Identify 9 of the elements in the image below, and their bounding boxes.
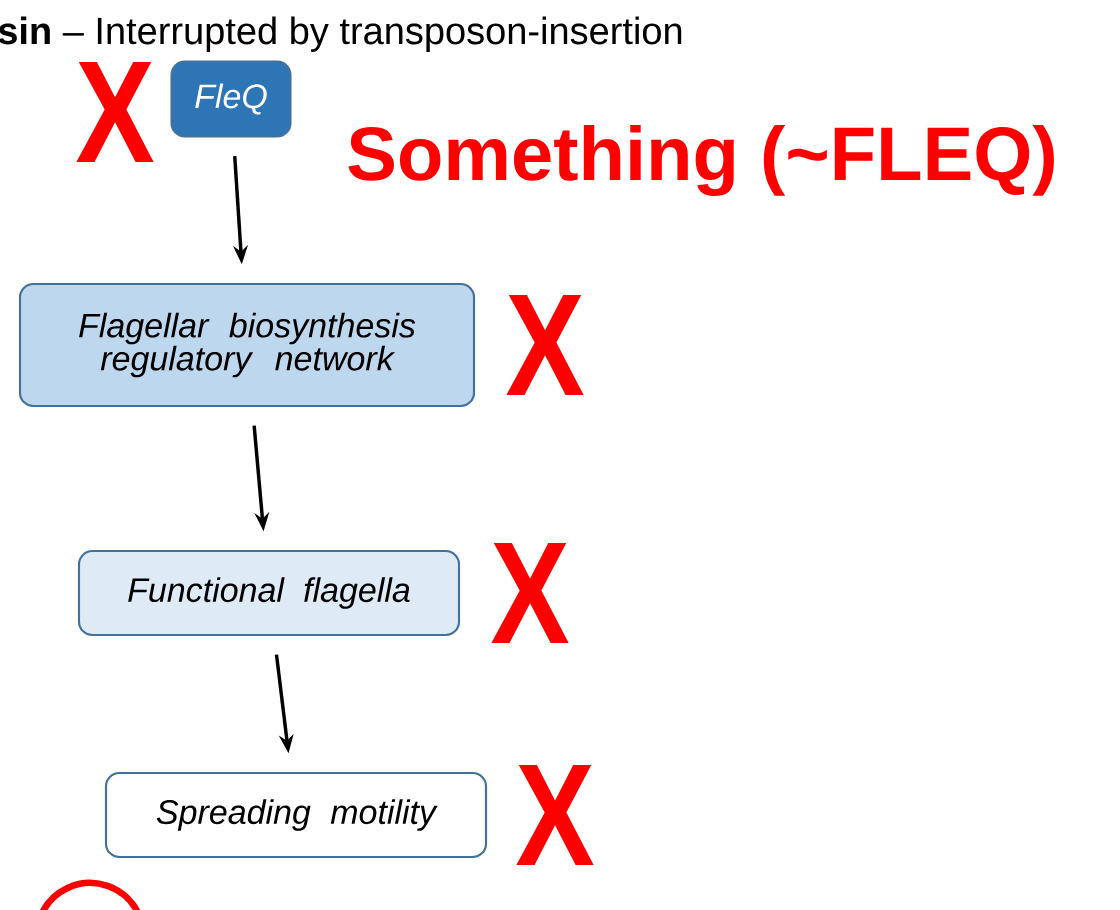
- cross-mark: X: [76, 62, 154, 162]
- process-box: FleQ: [170, 60, 292, 138]
- cross-mark: X: [516, 765, 594, 865]
- process-box: Functional flagella: [77, 549, 461, 637]
- annotation-text: Something (~FLEQ): [348, 124, 1054, 197]
- process-box: Flagellar biosynthesis regulatory network: [18, 282, 476, 408]
- cross-mark: X: [491, 543, 569, 643]
- cross-mark: X: [506, 295, 584, 395]
- process-box: Spreading motility: [104, 771, 488, 859]
